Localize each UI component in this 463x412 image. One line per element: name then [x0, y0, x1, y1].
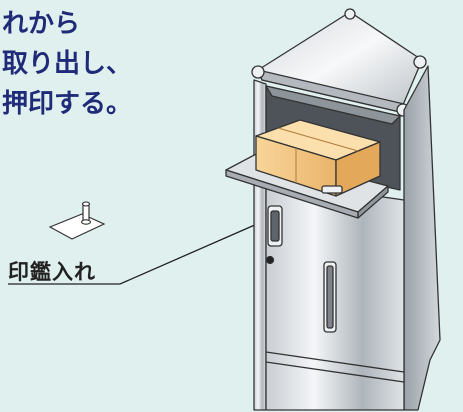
instruction-text: れから 取り出し、 押印する。	[0, 4, 132, 124]
instruction-line-1: れから	[2, 9, 81, 39]
cabinet-side	[403, 65, 441, 411]
stamp-holder-label: 印鑑入れ	[8, 260, 96, 284]
instruction-line-2: 取り出し、	[2, 49, 133, 79]
delivery-box-icon	[225, 8, 441, 411]
package-box	[255, 119, 381, 197]
instruction-line-3: 押印する。	[2, 89, 133, 119]
stamp-icon	[48, 201, 106, 240]
